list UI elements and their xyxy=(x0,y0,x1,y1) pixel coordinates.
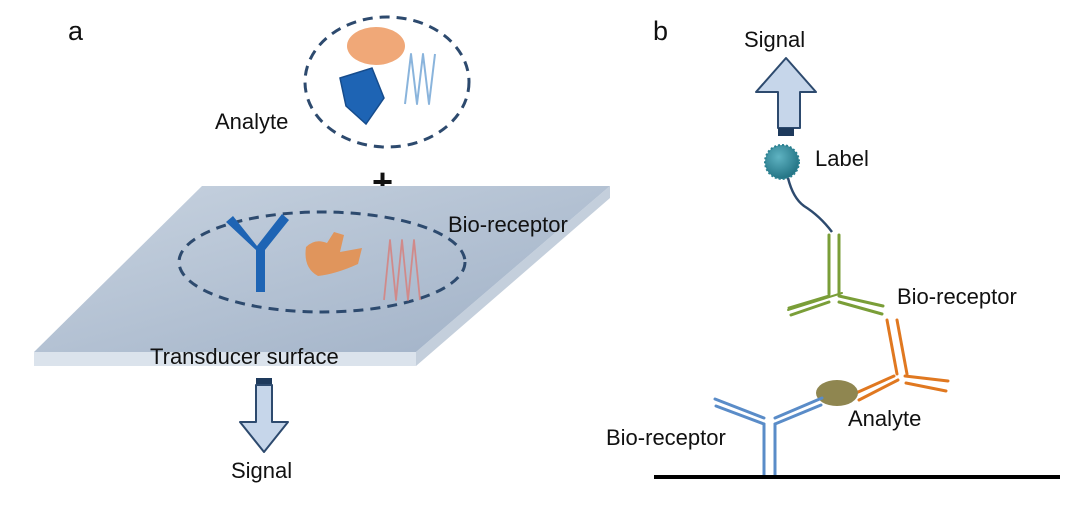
arrow-down-cap xyxy=(256,378,272,385)
bioreceptor-bottom-label: Bio-receptor xyxy=(606,425,726,450)
analyte-label-b: Analyte xyxy=(848,406,921,431)
bioreceptor-top-label: Bio-receptor xyxy=(897,284,1017,309)
orange-analyte-blob xyxy=(347,27,405,65)
label-group: Label xyxy=(764,144,869,233)
orange-antibody xyxy=(854,318,950,402)
arrow-down-icon xyxy=(239,384,289,453)
transducer-surface-label: Transducer surface xyxy=(150,344,339,369)
analyte-label: Analyte xyxy=(215,109,288,134)
blue-antibody xyxy=(713,396,824,478)
surface-front-edge xyxy=(34,352,416,366)
signal-label-a: Signal xyxy=(231,458,292,483)
blue-analyte-shape xyxy=(339,67,385,126)
analyte-olive-blob xyxy=(816,380,858,406)
panel-a: a Analyte + Bio-receptor Transducer surf… xyxy=(34,15,610,483)
green-antibody xyxy=(787,233,885,317)
bioreceptor-label: Bio-receptor xyxy=(448,212,568,237)
signal-arrow-up xyxy=(755,57,817,136)
blue-y-receptor xyxy=(226,214,289,292)
analyte-group: Analyte xyxy=(215,15,471,149)
bioreceptor-dashed-ellipse xyxy=(177,210,467,314)
panel-b-letter: b xyxy=(653,16,668,46)
analyte-dashed-circle xyxy=(303,15,471,149)
bioreceptor-group: Bio-receptor xyxy=(177,210,568,314)
panel-b: b Signal Label Bio-receptor xyxy=(606,16,1060,479)
label-sphere-icon xyxy=(764,144,800,180)
surface-side-edge xyxy=(416,186,610,366)
panel-a-letter: a xyxy=(68,16,84,46)
arrow-up-icon xyxy=(755,57,817,129)
wavy-receptor-icon xyxy=(383,239,421,301)
orange-receptor xyxy=(305,232,362,276)
arrow-up-cap xyxy=(778,128,794,136)
wavy-analyte-icon xyxy=(404,53,436,105)
label-label: Label xyxy=(815,146,869,171)
signal-arrow-down xyxy=(239,378,289,453)
label-tether xyxy=(786,177,833,233)
signal-label-b: Signal xyxy=(744,27,805,52)
